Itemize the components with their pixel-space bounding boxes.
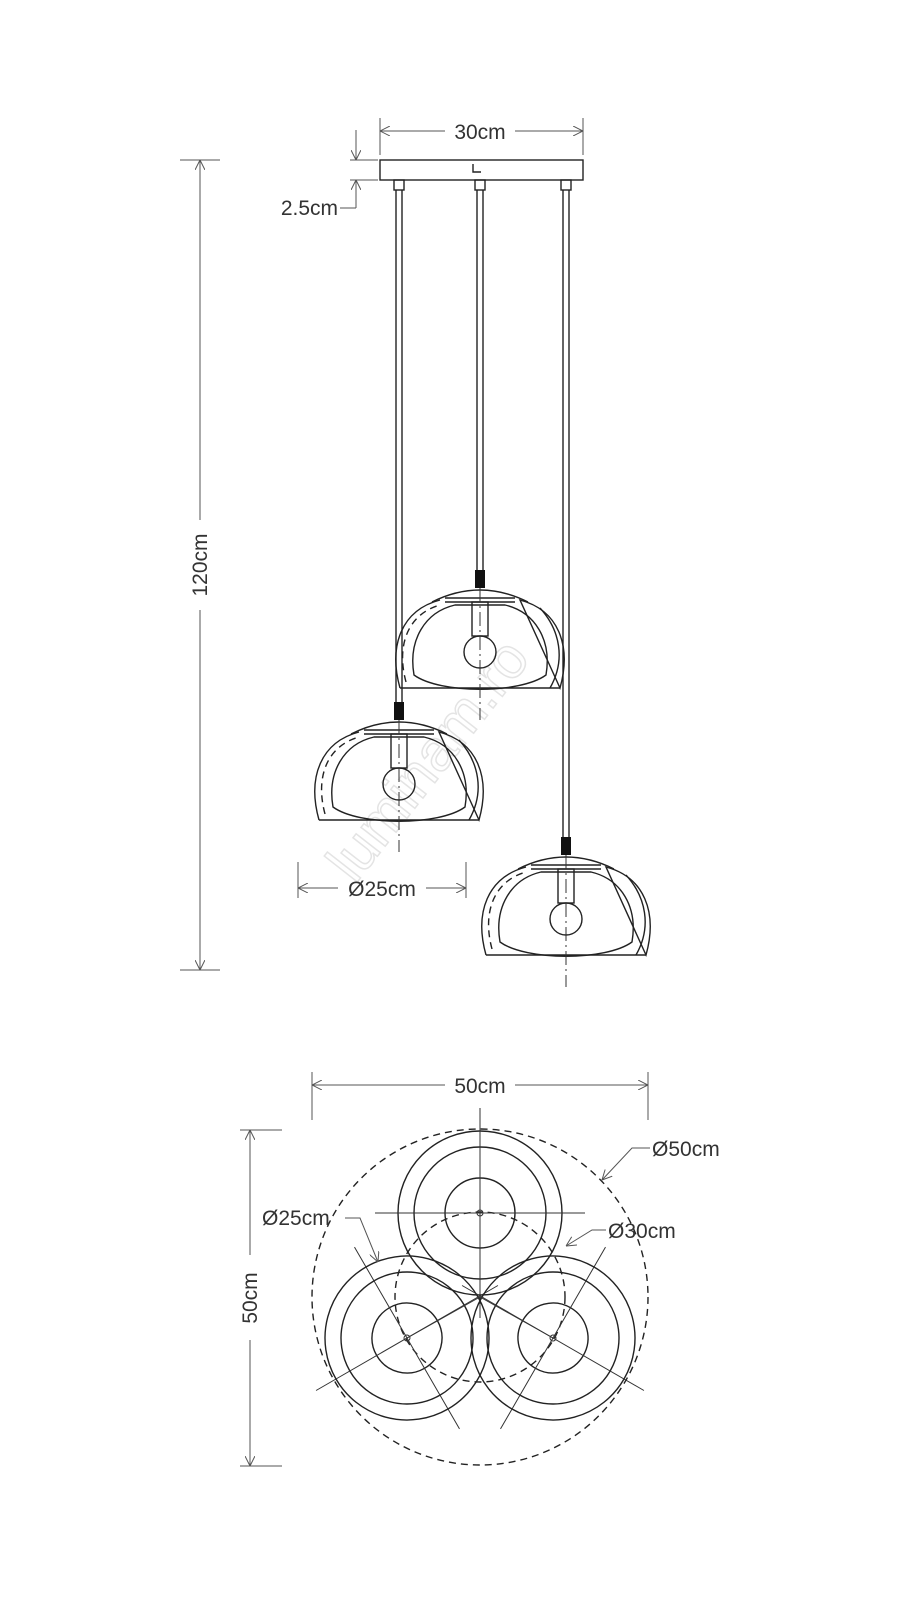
svg-text:120cm: 120cm: [189, 533, 212, 596]
svg-text:50cm: 50cm: [239, 1272, 262, 1323]
svg-text:Ø50cm: Ø50cm: [652, 1138, 720, 1161]
canopy: [379, 159, 584, 191]
dimension-shade-diameter: Ø25cm: [297, 862, 467, 901]
dimension-top-depth: 50cm: [239, 1129, 282, 1467]
dimension-total-height: 120cm: [180, 159, 220, 971]
dimension-top-width: 50cm: [311, 1072, 649, 1120]
dimension-canopy-height: 2.5cm: [281, 130, 378, 220]
label-shade-diameter: Ø25cm: [262, 1207, 378, 1262]
svg-text:Ø25cm: Ø25cm: [348, 878, 416, 901]
svg-text:Ø30cm: Ø30cm: [608, 1220, 676, 1243]
svg-text:30cm: 30cm: [454, 121, 505, 144]
svg-text:Ø25cm: Ø25cm: [262, 1207, 330, 1230]
watermark: luminam.ro: [314, 627, 542, 893]
pendant-shade-top: [395, 569, 565, 721]
svg-text:2.5cm: 2.5cm: [281, 197, 338, 220]
dimension-canopy-width: 30cm: [379, 118, 584, 155]
svg-text:50cm: 50cm: [454, 1075, 505, 1098]
pendant-shade-right: [481, 836, 651, 988]
label-overall-diameter: Ø50cm: [602, 1138, 720, 1180]
label-canopy-diameter: Ø30cm: [566, 1220, 676, 1246]
cords: [395, 190, 570, 837]
top-view: [262, 1107, 698, 1483]
